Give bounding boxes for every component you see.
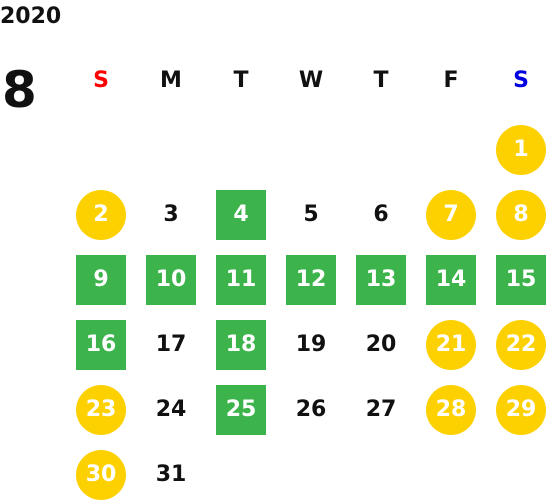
weekday-sunday: S — [93, 68, 109, 93]
day-cell-20[interactable]: 20 — [365, 332, 397, 357]
day-cell-4[interactable]: 4 — [216, 190, 266, 240]
day-cell-22[interactable]: 22 — [496, 320, 546, 370]
day-cell-12[interactable]: 12 — [286, 255, 336, 305]
day-cell-8[interactable]: 8 — [496, 190, 546, 240]
day-cell-6[interactable]: 6 — [373, 202, 389, 227]
day-cell-21[interactable]: 21 — [426, 320, 476, 370]
day-cell-24[interactable]: 24 — [155, 397, 187, 422]
day-cell-30[interactable]: 30 — [76, 450, 126, 500]
day-cell-16[interactable]: 16 — [76, 320, 126, 370]
day-cell-25[interactable]: 25 — [216, 385, 266, 435]
day-cell-27[interactable]: 27 — [365, 397, 397, 422]
weekday-friday: F — [443, 68, 459, 93]
weekday-saturday: S — [513, 68, 529, 93]
day-cell-3[interactable]: 3 — [163, 202, 179, 227]
day-cell-10[interactable]: 10 — [146, 255, 196, 305]
month-label: 8 — [2, 61, 37, 119]
day-cell-17[interactable]: 17 — [155, 332, 187, 357]
day-cell-28[interactable]: 28 — [426, 385, 476, 435]
day-cell-1[interactable]: 1 — [496, 125, 546, 175]
year-label: 2020 — [0, 4, 62, 29]
day-cell-31[interactable]: 31 — [155, 462, 187, 487]
day-cell-13[interactable]: 13 — [356, 255, 406, 305]
day-cell-9[interactable]: 9 — [76, 255, 126, 305]
day-cell-7[interactable]: 7 — [426, 190, 476, 240]
day-cell-29[interactable]: 29 — [496, 385, 546, 435]
day-cell-11[interactable]: 11 — [216, 255, 266, 305]
weekday-monday: M — [160, 68, 182, 93]
day-cell-23[interactable]: 23 — [76, 385, 126, 435]
day-cell-15[interactable]: 15 — [496, 255, 546, 305]
day-cell-5[interactable]: 5 — [303, 202, 319, 227]
day-cell-18[interactable]: 18 — [216, 320, 266, 370]
weekday-tuesday: T — [233, 68, 249, 93]
day-cell-19[interactable]: 19 — [295, 332, 327, 357]
day-cell-26[interactable]: 26 — [295, 397, 327, 422]
day-cell-2[interactable]: 2 — [76, 190, 126, 240]
day-cell-14[interactable]: 14 — [426, 255, 476, 305]
weekday-thursday: T — [373, 68, 389, 93]
weekday-wednesday: W — [298, 68, 324, 93]
